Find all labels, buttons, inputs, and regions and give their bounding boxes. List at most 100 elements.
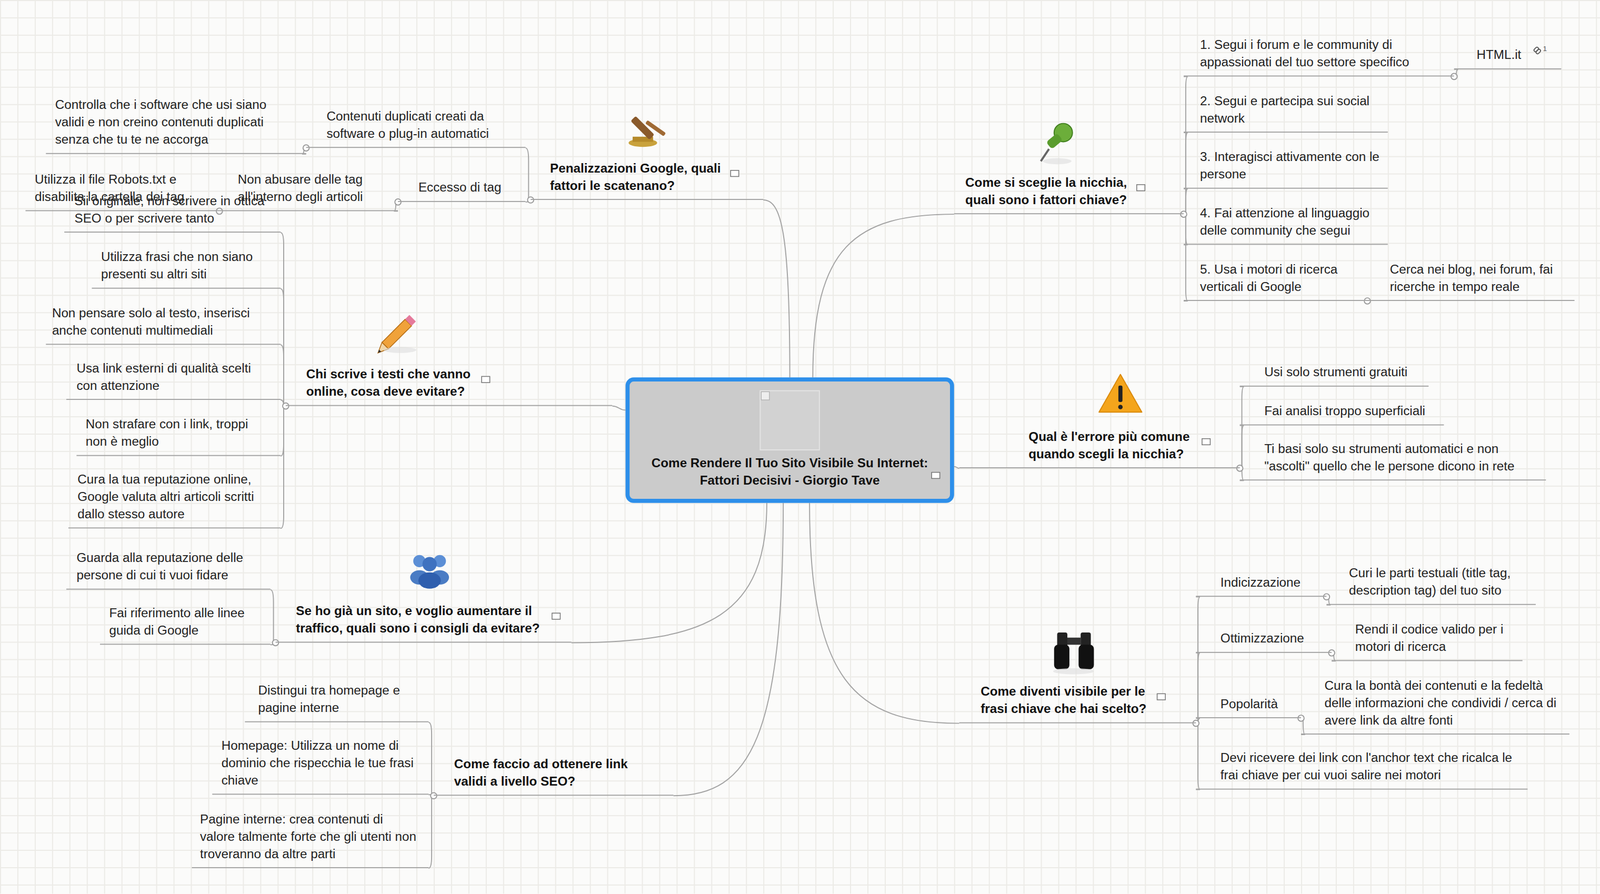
subtopic: Distingui tra homepage e pagine interne [244, 682, 429, 723]
note-icon [481, 170, 1210, 700]
topic-text: Pagine interne: crea contenuti di valore… [200, 811, 421, 868]
topic-text: Cura la tua reputazione online, Google v… [77, 471, 274, 528]
subtopic: Eccesso di tag [397, 179, 526, 203]
topic-text: 5. Usa i motori di ricerca verticali di … [1200, 261, 1359, 300]
subtopic: 1. Segui i forum e le community di appas… [1183, 36, 1455, 77]
subtopic: Cura la bontà dei contenuti e la fedeltà… [1301, 677, 1570, 735]
subtopic: 3. Interagisci attivamente con le person… [1183, 148, 1388, 189]
branch-connector [1183, 76, 1188, 215]
topic-text: Rendi il codice valido per i motori di r… [1355, 621, 1521, 661]
topic-text: Chi scrive i testi che vanno online, cos… [306, 366, 485, 406]
branch-connector [1195, 653, 1200, 724]
image-placeholder [760, 391, 819, 450]
branch-topic: Come diventi visibile per le frasi chiav… [958, 683, 1196, 724]
branch-connector [428, 722, 434, 797]
subtopic: Non pensare solo al testo, inserisci anc… [45, 305, 281, 346]
branch-connector [1183, 188, 1188, 215]
broken-image-icon [761, 391, 770, 400]
branch-connector [1183, 214, 1188, 302]
topic-text: Cerca nei blog, nei forum, fai ricerche … [1390, 261, 1574, 300]
branch-connector [280, 406, 286, 457]
topic-text: Penalizzazioni Google, quali fattori le … [550, 160, 732, 199]
subtopic: Fai analisi troppo superficiali [1240, 403, 1445, 426]
topic-text: Utilizza frasi che non siano presenti su… [101, 248, 271, 288]
branch-connector [280, 232, 286, 407]
subtopic: Cerca nei blog, nei forum, fai ricerche … [1367, 261, 1575, 302]
topic-text: Homepage: Utilizza un nome di dominio ch… [221, 737, 420, 795]
topic-text: Ti basi solo su strumenti automatici e n… [1264, 441, 1545, 480]
topic-text: Distingui tra homepage e pagine interne [258, 682, 424, 722]
branch-connector [1195, 596, 1200, 724]
subtopic: Guarda alla reputazione delle persone di… [66, 550, 271, 590]
topic-text: 1. Segui i forum e le community di appas… [1200, 36, 1450, 76]
subtopic: Pagine interne: crea contenuti di valore… [191, 811, 429, 869]
pencil-icon [374, 315, 416, 357]
topic-text: HTML.it [1476, 46, 1538, 69]
topic-text: Ottimizzazione [1220, 630, 1328, 653]
branch-connector [270, 590, 276, 644]
branch-topic: Se ho già un sito, e voglio aumentare il… [275, 603, 572, 644]
topic-text: Come diventi visibile per le frasi chiav… [980, 683, 1163, 723]
subtopic: Controlla che i software che usi siano v… [45, 96, 306, 155]
topic-text: Usa link esterni di qualità scelti con a… [76, 360, 273, 399]
link-count: 1 [1542, 44, 1547, 53]
topic-text: Curi le parti testuali (title tag, descr… [1348, 565, 1535, 605]
binoculars-icon [1053, 632, 1095, 675]
branch-connector [1183, 132, 1188, 215]
subtopic: 4. Fai attenzione al linguaggio delle co… [1183, 205, 1388, 246]
topic-text: Come Rendere Il Tuo Sito Visibile Su Int… [636, 455, 944, 499]
subtopic: Homepage: Utilizza un nome di dominio ch… [212, 737, 429, 796]
link-icon [1533, 46, 1542, 55]
central-topic: Come Rendere Il Tuo Sito Visibile Su Int… [625, 377, 954, 503]
subtopic: Ottimizzazione [1195, 630, 1332, 654]
topic-text: Contenuti duplicati creati da software o… [326, 108, 518, 148]
branch-connector [571, 503, 767, 644]
topic-text: Qual è l'errore più comune quando scegli… [1028, 428, 1207, 468]
topic-text: Cura la bontà dei contenuti e la fedeltà… [1324, 677, 1572, 734]
topic-text: Come si sceglie la nicchia, quali sono i… [965, 174, 1159, 214]
subtopic: Utilizza frasi che non siano presenti su… [91, 248, 281, 289]
subtopic: 5. Usa i motori di ricerca verticali di … [1183, 261, 1368, 302]
branch-connector [280, 406, 286, 529]
branch-connector [428, 795, 434, 869]
topic-text: Guarda alla reputazione delle persone di… [76, 550, 263, 589]
topic-text: Fai analisi troppo superficiali [1264, 403, 1443, 425]
branch-topic: Come si sceglie la nicchia, quali sono i… [954, 174, 1184, 215]
warning-icon [1098, 374, 1142, 413]
subtopic: Usi solo strumenti gratuiti [1240, 364, 1429, 387]
subtopic: Contenuti duplicati creati da software o… [306, 108, 526, 149]
topic-text: 2. Segui e partecipa sui social network [1200, 92, 1389, 132]
subtopic: Curi le parti testuali (title tag, descr… [1326, 565, 1536, 606]
branch-connector [1240, 386, 1245, 469]
topic-text: Non pensare solo al testo, inserisci anc… [52, 305, 273, 345]
subtopic: Non strafare con i link, troppi non è me… [76, 416, 281, 457]
topic-text: Sii originale, non scrivere in ottica SE… [74, 192, 273, 232]
topic-text: Eccesso di tag [418, 179, 516, 202]
topic-text: Devi ricevere dei link con l'anchor text… [1220, 750, 1527, 789]
subtopic: Indicizzazione [1195, 574, 1327, 598]
subtopic: Ti basi solo su strumenti automatici e n… [1240, 441, 1547, 482]
topic-text: Non strafare con i link, troppi non è me… [85, 416, 272, 456]
subtopic: Sii originale, non scrivere in ottica SE… [64, 192, 281, 233]
branch-connector [280, 288, 286, 407]
topic-text: 4. Fai attenzione al linguaggio delle co… [1200, 205, 1389, 245]
subtopic: Rendi il codice valido per i motori di r… [1331, 621, 1523, 662]
subtopic: Popolarità [1195, 695, 1302, 719]
subtopic: Devi ricevere dei link con l'anchor text… [1195, 750, 1528, 790]
branch-connector [809, 503, 959, 724]
pushpin-icon [1041, 123, 1073, 165]
branch-connector [612, 406, 626, 411]
topic-text: Come faccio ad ottenere link validi a li… [454, 756, 646, 796]
subtopic: 2. Segui e partecipa sui social network [1183, 92, 1388, 133]
branch-topic: Come faccio ad ottenere link validi a li… [433, 756, 674, 797]
branch-topic: Qual è l'errore più comune quando scegli… [958, 428, 1240, 469]
subtopic: Fai riferimento alle linee guida di Goog… [100, 605, 271, 646]
branch-connector [763, 200, 790, 378]
icon-shadow [383, 346, 417, 354]
topic-text: Popolarità [1220, 695, 1303, 718]
branch-connector [812, 214, 954, 378]
topic-text: Fai riferimento alle linee guida di Goog… [108, 605, 265, 645]
branch-connector [1195, 723, 1200, 790]
